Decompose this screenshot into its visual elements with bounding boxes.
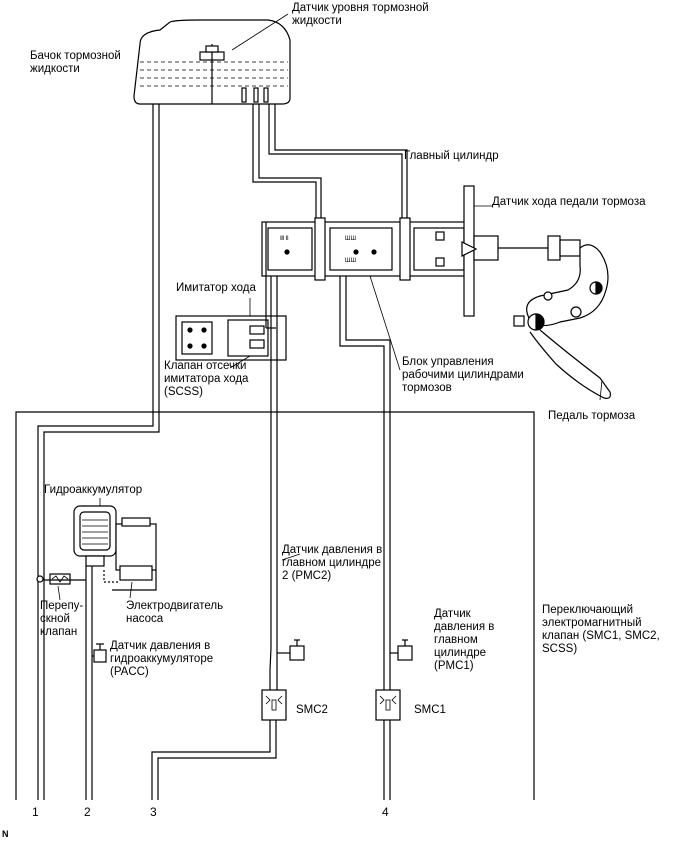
accumulator: [73, 505, 117, 567]
label-accumulator: Гидроаккумулятор: [44, 484, 143, 496]
label-pacc-sensor: Датчик давления в гидроаккумуляторе (PAC…: [110, 640, 214, 678]
pmc2-sensor: [277, 639, 305, 661]
label-switch-valve: Переключающий электромагнитный клапан (S…: [542, 604, 660, 655]
label-reservoir: Бачок тормозной жидкости: [30, 50, 121, 75]
smc2-valve: [151, 689, 287, 800]
leader-lines: [57, 13, 603, 601]
label-smc1: SMC1: [414, 704, 446, 716]
label-pedal-stroke-sensor: Датчик хода педали тормоза: [492, 196, 646, 208]
pedal-stroke-sensor-flange: [461, 185, 499, 317]
label-pmc1-sensor: Датчик давления в главном цилиндре (PMC1…: [434, 608, 495, 672]
smc1-valve: [375, 689, 401, 800]
port-number-1: 1: [32, 805, 39, 819]
port-number-2: 2: [84, 805, 91, 819]
label-pump-motor: Электродвигатель насоса: [126, 600, 224, 625]
actuator-housing: [15, 411, 535, 800]
svg-text:ШШ: ШШ: [345, 258, 356, 264]
pmc1-line: [339, 276, 391, 690]
label-brake-pedal: Педаль тормоза: [548, 410, 636, 422]
pacc-sensor: [92, 643, 107, 663]
label-fluid-level-sensor: Датчик уровня тормозной жидкости: [292, 2, 429, 27]
svg-text:Ⅲ Ⅱ: Ⅲ Ⅱ: [280, 236, 289, 242]
stroke-simulator: [175, 222, 287, 361]
label-scss-valve: Клапан отсечки имитатора хода (SCSS): [164, 360, 249, 398]
fluid-level-sensor: [199, 44, 225, 104]
pmc1-sensor: [390, 639, 413, 661]
pump-motor: [103, 517, 157, 583]
label-bypass-valve: Перепу- скной клапан: [40, 600, 84, 638]
corner-mark: N: [2, 829, 9, 839]
master-cylinder: Ⅲ Ⅱ ШШ ШШ: [261, 217, 469, 281]
brake-pedal-assembly: [498, 235, 611, 399]
label-actuator-block: Блок управления рабочими цилиндрами торм…: [402, 356, 524, 394]
accumulator-lines: [85, 566, 157, 800]
label-pmc2-sensor: Датчик давления в главном цилиндре 2 (PM…: [282, 544, 383, 582]
bypass-valve: [36, 573, 86, 585]
svg-text:ШШ: ШШ: [345, 236, 356, 242]
label-stroke-simulator: Имитатор хода: [176, 282, 256, 294]
port-number-3: 3: [150, 805, 157, 819]
reservoir-outlet-pipes: [37, 87, 408, 800]
label-smc2: SMC2: [296, 704, 328, 716]
port-number-4: 4: [382, 805, 389, 819]
label-master-cylinder: Главный цилиндр: [404, 150, 499, 162]
pmc2-line: [269, 276, 278, 690]
